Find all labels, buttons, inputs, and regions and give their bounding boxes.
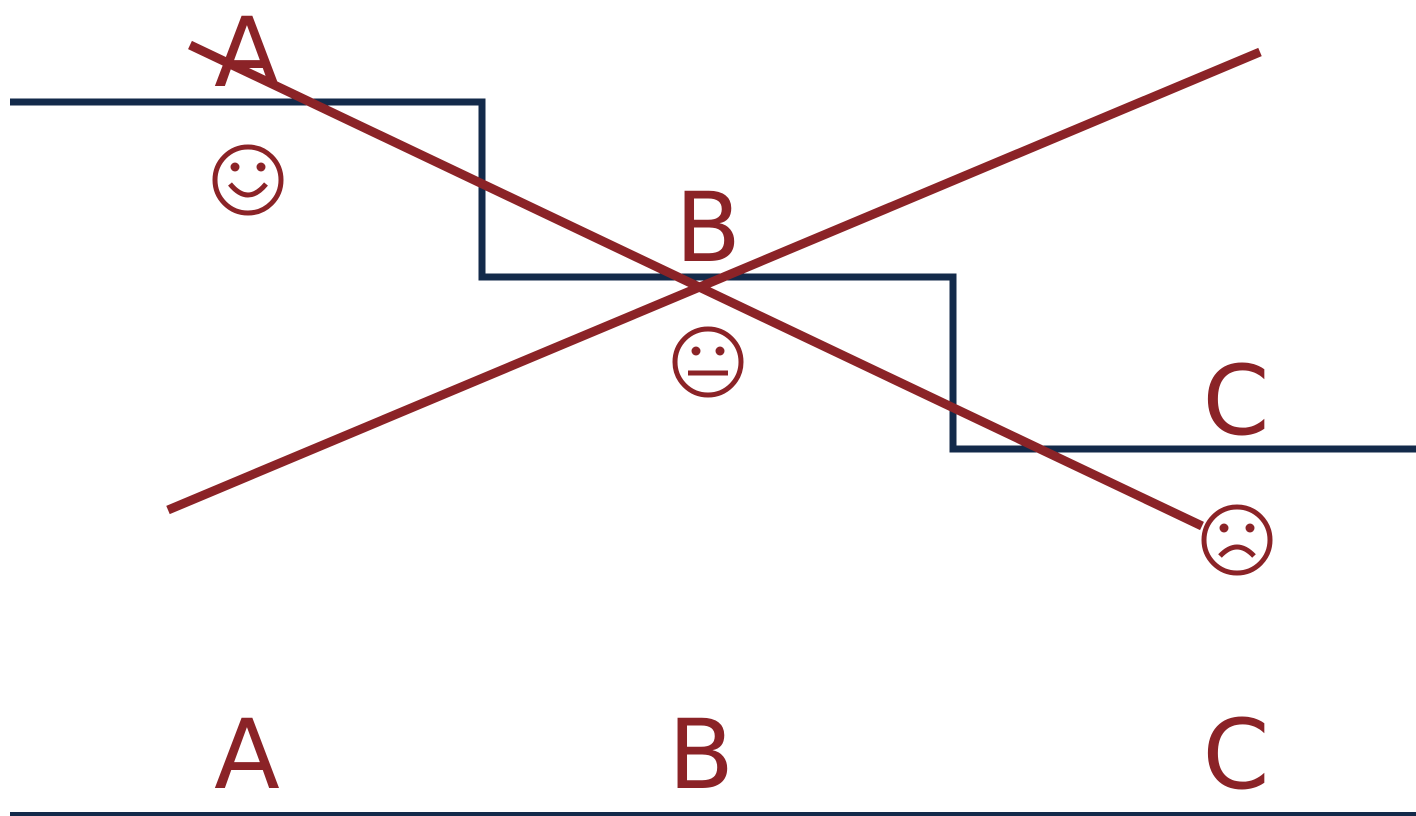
label-c-top: C (1202, 345, 1269, 457)
label-a-top: A (214, 0, 280, 109)
sad-face-icon (1201, 504, 1273, 576)
label-b-top: B (675, 172, 741, 284)
label-b-bottom: B (668, 699, 734, 811)
neutral-face-icon (672, 326, 744, 398)
label-a-bottom: A (214, 699, 280, 811)
happy-face-icon (212, 144, 284, 216)
label-c-bottom: C (1202, 699, 1269, 811)
ascending-line (166, 47, 1262, 515)
